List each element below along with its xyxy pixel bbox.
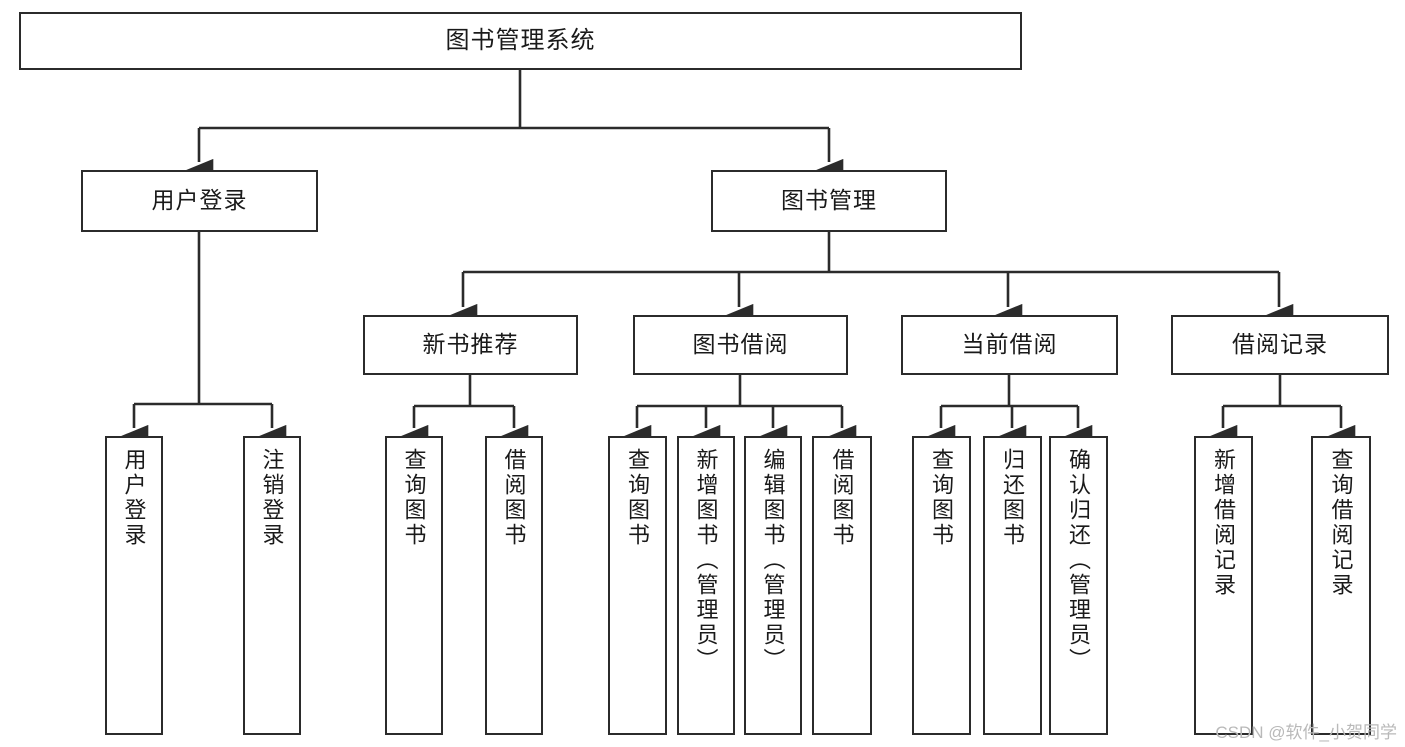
node-book-management-label: 图书管理 [781, 187, 877, 214]
node-root-label: 图书管理系统 [445, 26, 596, 54]
leaf-label: 新增图书（管理员） [693, 448, 719, 673]
leaf-node[interactable]: 新增借阅记录 [1194, 436, 1253, 735]
leaf-node[interactable]: 借阅图书 [812, 436, 872, 735]
csdn-watermark: CSDN @软件_小贺同学 [1215, 723, 1397, 742]
node-book-borrow[interactable]: 图书借阅 [633, 315, 848, 375]
leaf-node[interactable]: 查询借阅记录 [1311, 436, 1371, 735]
leaf-label: 归还图书 [1000, 448, 1026, 548]
node-user-login-label: 用户登录 [151, 187, 248, 214]
leaf-label: 借阅图书 [501, 448, 527, 548]
leaf-node[interactable]: 归还图书 [983, 436, 1042, 735]
leaf-label: 注销登录 [259, 448, 285, 548]
node-borrow-record[interactable]: 借阅记录 [1171, 315, 1389, 375]
leaf-node[interactable]: 用户登录 [105, 436, 163, 735]
leaf-node[interactable]: 新增图书（管理员） [677, 436, 735, 735]
leaf-node[interactable]: 编辑图书（管理员） [744, 436, 802, 735]
leaf-label: 用户登录 [121, 448, 147, 548]
node-root[interactable]: 图书管理系统 [19, 12, 1022, 70]
node-current-borrow[interactable]: 当前借阅 [901, 315, 1118, 375]
leaf-node[interactable]: 确认归还（管理员） [1049, 436, 1108, 735]
leaf-label: 确认归还（管理员） [1066, 448, 1092, 673]
node-book-management[interactable]: 图书管理 [711, 170, 947, 232]
leaf-label: 编辑图书（管理员） [760, 448, 786, 673]
leaf-label: 新增借阅记录 [1211, 448, 1237, 598]
leaf-label: 查询图书 [625, 448, 651, 548]
leaf-node[interactable]: 查询图书 [912, 436, 971, 735]
leaf-label: 查询图书 [401, 448, 427, 548]
leaf-node[interactable]: 注销登录 [243, 436, 301, 735]
node-new-book-recommend-label: 新书推荐 [422, 331, 519, 358]
leaf-label: 查询借阅记录 [1328, 448, 1354, 598]
node-book-borrow-label: 图书借阅 [692, 331, 789, 358]
leaf-node[interactable]: 查询图书 [385, 436, 443, 735]
leaf-label: 查询图书 [929, 448, 955, 548]
node-borrow-record-label: 借阅记录 [1232, 331, 1328, 358]
node-user-login[interactable]: 用户登录 [81, 170, 318, 232]
leaf-node[interactable]: 查询图书 [608, 436, 667, 735]
leaf-label: 借阅图书 [829, 448, 855, 548]
node-new-book-recommend[interactable]: 新书推荐 [363, 315, 578, 375]
leaf-node[interactable]: 借阅图书 [485, 436, 543, 735]
node-current-borrow-label: 当前借阅 [961, 331, 1058, 358]
